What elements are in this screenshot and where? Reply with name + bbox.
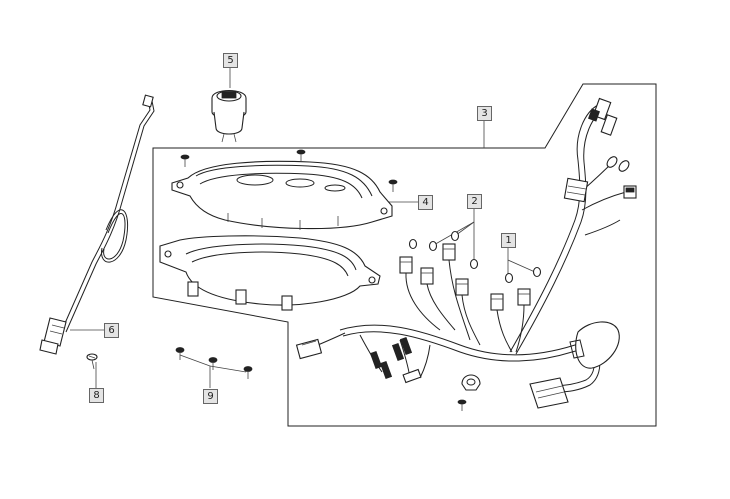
speedometer-cable [39,94,155,355]
callout-6: 6 [104,323,119,338]
callout-1: 1 [501,233,516,248]
leader-lines [70,68,536,388]
wiring-harness [305,104,627,396]
loose-screws [86,347,253,379]
callout-5: 5 [223,53,238,68]
ignition-switch [211,89,247,143]
callout-9: 9 [203,389,218,404]
callout-4: 4 [418,195,433,210]
instrument-cluster [171,160,393,230]
harness-connectors [295,97,637,411]
instrument-housing [159,235,381,311]
callout-8: 8 [89,388,104,403]
bulb-sockets [399,243,531,311]
callout-3: 3 [477,106,492,121]
assembly-boundary [152,83,657,427]
cover-screws [180,149,398,192]
callout-2: 2 [467,194,482,209]
bulbs [408,230,542,284]
